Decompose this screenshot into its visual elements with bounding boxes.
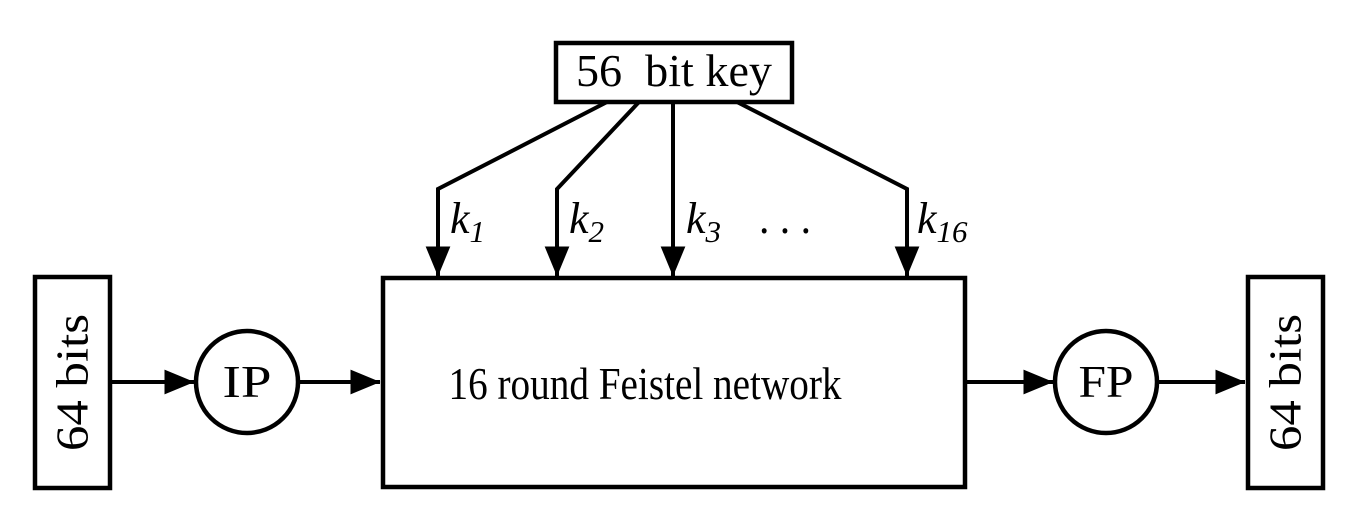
round-key-label-k2: k2 (569, 194, 604, 249)
ip-label: IP (223, 356, 272, 407)
fp-label: FP (1079, 356, 1134, 407)
output-bits-label: 64 bits (1260, 314, 1311, 451)
output-bits-box (1245, 274, 1326, 491)
input-bits-box (32, 274, 113, 491)
key-label: 56 bit key (576, 45, 772, 96)
feistel-label: 16 round Feistel network (449, 358, 842, 409)
round-key-arrow-k1 (425, 100, 608, 277)
round-key-arrow-k2 (544, 100, 641, 277)
input-bits-label: 64 bits (47, 314, 98, 451)
round-key-label-k1: k1 (450, 194, 485, 249)
round-key-arrow-k16 (736, 100, 920, 277)
round-keys-ellipsis: . . . (759, 192, 811, 243)
round-key-label-k16: k16 (917, 194, 968, 249)
round-key-label-k3: k3 (686, 194, 721, 249)
